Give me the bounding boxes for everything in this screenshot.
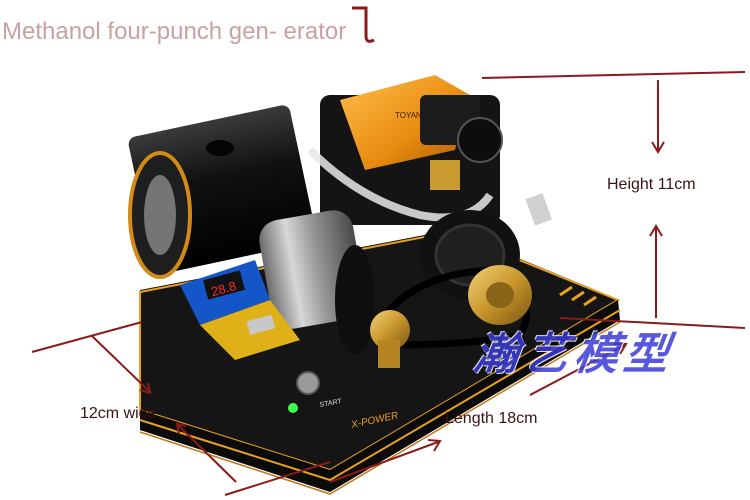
engine-block: TOYAN — [307, 75, 552, 226]
start-label: START — [319, 398, 343, 409]
watermark: 瀚艺模型 — [470, 329, 678, 380]
belt-drive — [370, 265, 532, 368]
start-button: START — [288, 371, 343, 413]
width-label: 12cm wide — [80, 405, 157, 422]
hook-mark — [352, 6, 375, 43]
length-arrow — [329, 343, 628, 483]
length-label: Length 18cm — [445, 410, 538, 427]
height-label: Height 11cm — [607, 176, 696, 193]
voltage-readout: 28.8 — [209, 278, 237, 299]
generator-motor — [259, 210, 375, 355]
product-title: Methanol four-punch gen- erator — [2, 18, 347, 45]
voltage-display-module: 28.8 — [180, 260, 300, 360]
width-arrow — [31, 321, 331, 496]
height-arrow — [481, 71, 746, 329]
svg-text:TOYAN: TOYAN — [395, 111, 422, 120]
